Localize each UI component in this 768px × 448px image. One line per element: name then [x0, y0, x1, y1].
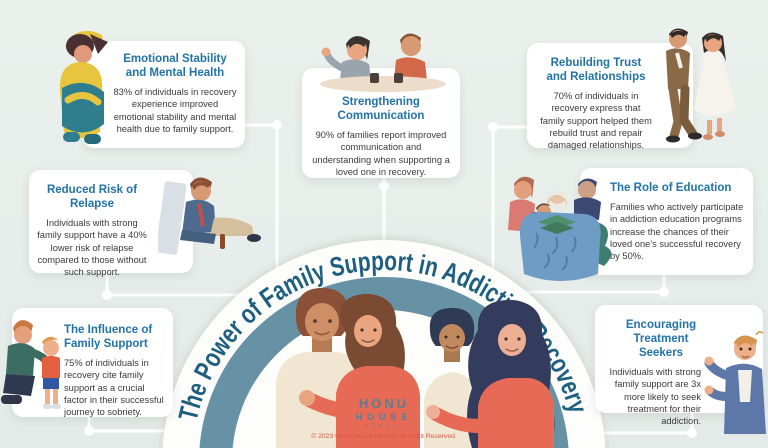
card-influence-of-family-support: The Influence of Family Support 75% of i…: [12, 308, 173, 417]
card-body: Individuals with strong family support h…: [37, 218, 147, 278]
card-title: Encouraging Treatment Seekers: [625, 319, 697, 360]
card-title: Emotional Stability and Mental Health: [123, 53, 227, 80]
card-body: 70% of individuals in recovery express t…: [540, 91, 652, 151]
card-encouraging-treatment-seekers: Encouraging Treatment Seekers Individual…: [595, 305, 763, 426]
brand-name-hawaii: HAWAII: [365, 423, 403, 428]
brand-name-honu: HONU: [358, 396, 410, 411]
copyright-text: © 2023 Honu House Hawaii. All Right Rese…: [311, 433, 457, 440]
card-role-of-education: The Role of Education Families who activ…: [580, 168, 753, 275]
card-title: The Role of Education: [610, 182, 732, 194]
card-strengthening-communication: Strengthening Communication 90% of famil…: [302, 68, 460, 178]
card-reduced-risk-of-relapse: Reduced Risk of Relapse Individuals with…: [29, 170, 193, 277]
card-title: Strengthening Communication: [337, 96, 425, 123]
card-title: Rebuilding Trust and Relationships: [546, 57, 646, 84]
card-title: Reduced Risk of Relapse: [46, 184, 138, 211]
card-title: The Influence of Family Support: [64, 324, 153, 351]
card-body: 83% of individuals in recovery experienc…: [113, 87, 237, 135]
card-body: 75% of individuals in recovery cite fami…: [64, 358, 164, 418]
card-body: Individuals with strong family support a…: [609, 367, 701, 427]
card-body: 90% of families report improved communic…: [312, 130, 450, 178]
card-rebuilding-trust: Rebuilding Trust and Relationships 70% o…: [527, 43, 693, 150]
brand-name-house: HOUSE: [355, 412, 413, 422]
card-emotional-stability: Emotional Stability and Mental Health 83…: [83, 41, 245, 148]
brand-logo: HONU HOUSE HAWAII: [324, 396, 444, 428]
card-body: Families who actively participate in add…: [610, 202, 744, 262]
